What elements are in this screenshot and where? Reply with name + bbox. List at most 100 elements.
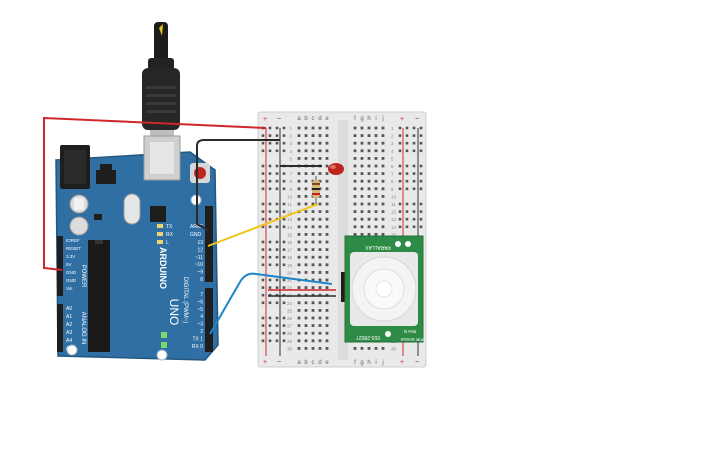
rail-hole[interactable] (261, 278, 265, 282)
breadboard-hole[interactable] (311, 240, 315, 244)
breadboard-hole[interactable] (304, 301, 308, 305)
rail-hole[interactable] (398, 141, 402, 145)
rail-hole[interactable] (419, 126, 423, 130)
rail-hole[interactable] (261, 141, 265, 145)
rail-hole[interactable] (398, 179, 402, 183)
breadboard-hole[interactable] (374, 225, 378, 229)
breadboard-hole[interactable] (304, 339, 308, 343)
breadboard-hole[interactable] (318, 202, 322, 206)
rail-hole[interactable] (419, 172, 423, 175)
breadboard-hole[interactable] (360, 164, 364, 168)
breadboard-hole[interactable] (381, 217, 385, 221)
rail-hole[interactable] (268, 134, 272, 137)
breadboard-hole[interactable] (318, 157, 322, 160)
rail-hole[interactable] (282, 179, 286, 183)
rail-hole[interactable] (268, 293, 272, 297)
rail-hole[interactable] (419, 210, 423, 213)
breadboard-hole[interactable] (311, 316, 315, 320)
rail-hole[interactable] (282, 217, 286, 221)
breadboard-hole[interactable] (304, 271, 308, 274)
rail-hole[interactable] (268, 316, 272, 320)
rail-hole[interactable] (275, 278, 279, 282)
breadboard-hole[interactable] (318, 263, 322, 267)
rail-hole[interactable] (261, 293, 265, 297)
rail-hole[interactable] (268, 240, 272, 244)
rail-hole[interactable] (282, 225, 286, 229)
breadboard-hole[interactable] (381, 195, 385, 198)
breadboard-hole[interactable] (297, 195, 301, 198)
rail-hole[interactable] (412, 126, 416, 130)
breadboard-hole[interactable] (311, 278, 315, 282)
breadboard-hole[interactable] (304, 331, 308, 335)
breadboard-hole[interactable] (325, 271, 329, 274)
breadboard-hole[interactable] (381, 233, 385, 236)
breadboard-hole[interactable] (318, 286, 322, 289)
breadboard-hole[interactable] (360, 347, 364, 350)
breadboard-hole[interactable] (297, 233, 301, 236)
rail-hole[interactable] (405, 217, 409, 221)
breadboard-hole[interactable] (297, 324, 301, 327)
breadboard-hole[interactable] (304, 286, 308, 289)
breadboard-hole[interactable] (304, 248, 308, 251)
breadboard-hole[interactable] (311, 324, 315, 327)
rail-hole[interactable] (261, 187, 265, 191)
breadboard-hole[interactable] (374, 149, 378, 153)
breadboard-hole[interactable] (367, 172, 371, 175)
breadboard-hole[interactable] (297, 347, 301, 350)
breadboard-hole[interactable] (360, 210, 364, 213)
breadboard-hole[interactable] (311, 157, 315, 160)
rail-hole[interactable] (275, 126, 279, 130)
rail-hole[interactable] (412, 149, 416, 153)
breadboard-hole[interactable] (311, 248, 315, 251)
breadboard-hole[interactable] (318, 225, 322, 229)
rail-hole[interactable] (405, 202, 409, 206)
breadboard-hole[interactable] (297, 331, 301, 335)
rail-hole[interactable] (261, 255, 265, 259)
breadboard-hole[interactable] (311, 126, 315, 130)
rail-hole[interactable] (261, 217, 265, 221)
breadboard-hole[interactable] (374, 347, 378, 350)
breadboard-hole[interactable] (374, 141, 378, 145)
rail-hole[interactable] (282, 293, 286, 297)
rail-hole[interactable] (282, 134, 286, 137)
breadboard-hole[interactable] (360, 179, 364, 183)
breadboard-hole[interactable] (318, 141, 322, 145)
rail-hole[interactable] (268, 248, 272, 251)
breadboard-hole[interactable] (325, 217, 329, 221)
rail-hole[interactable] (412, 179, 416, 183)
breadboard-hole[interactable] (325, 255, 329, 259)
breadboard-hole[interactable] (360, 187, 364, 191)
breadboard-hole[interactable] (325, 316, 329, 320)
rail-hole[interactable] (261, 179, 265, 183)
rail-hole[interactable] (398, 210, 402, 213)
rail-hole[interactable] (268, 187, 272, 191)
rail-hole[interactable] (412, 225, 416, 229)
rail-hole[interactable] (398, 217, 402, 221)
breadboard-hole[interactable] (353, 134, 357, 137)
rail-hole[interactable] (282, 278, 286, 282)
rail-hole[interactable] (275, 316, 279, 320)
breadboard-hole[interactable] (297, 149, 301, 153)
rail-hole[interactable] (282, 339, 286, 343)
breadboard-hole[interactable] (304, 324, 308, 327)
breadboard-hole[interactable] (325, 301, 329, 305)
rail-hole[interactable] (412, 210, 416, 213)
rail-hole[interactable] (275, 164, 279, 168)
rail-hole[interactable] (275, 339, 279, 343)
resistor[interactable] (312, 176, 320, 204)
breadboard-hole[interactable] (318, 195, 322, 198)
breadboard-hole[interactable] (318, 210, 322, 213)
rail-hole[interactable] (275, 331, 279, 335)
rail-hole[interactable] (268, 301, 272, 305)
breadboard-hole[interactable] (381, 187, 385, 191)
breadboard-hole[interactable] (304, 240, 308, 244)
breadboard-hole[interactable] (318, 217, 322, 221)
rail-hole[interactable] (412, 134, 416, 137)
breadboard-hole[interactable] (297, 309, 301, 312)
breadboard-hole[interactable] (374, 172, 378, 175)
breadboard-hole[interactable] (381, 172, 385, 175)
breadboard-hole[interactable] (325, 347, 329, 350)
rail-hole[interactable] (261, 172, 265, 175)
breadboard-hole[interactable] (304, 217, 308, 221)
